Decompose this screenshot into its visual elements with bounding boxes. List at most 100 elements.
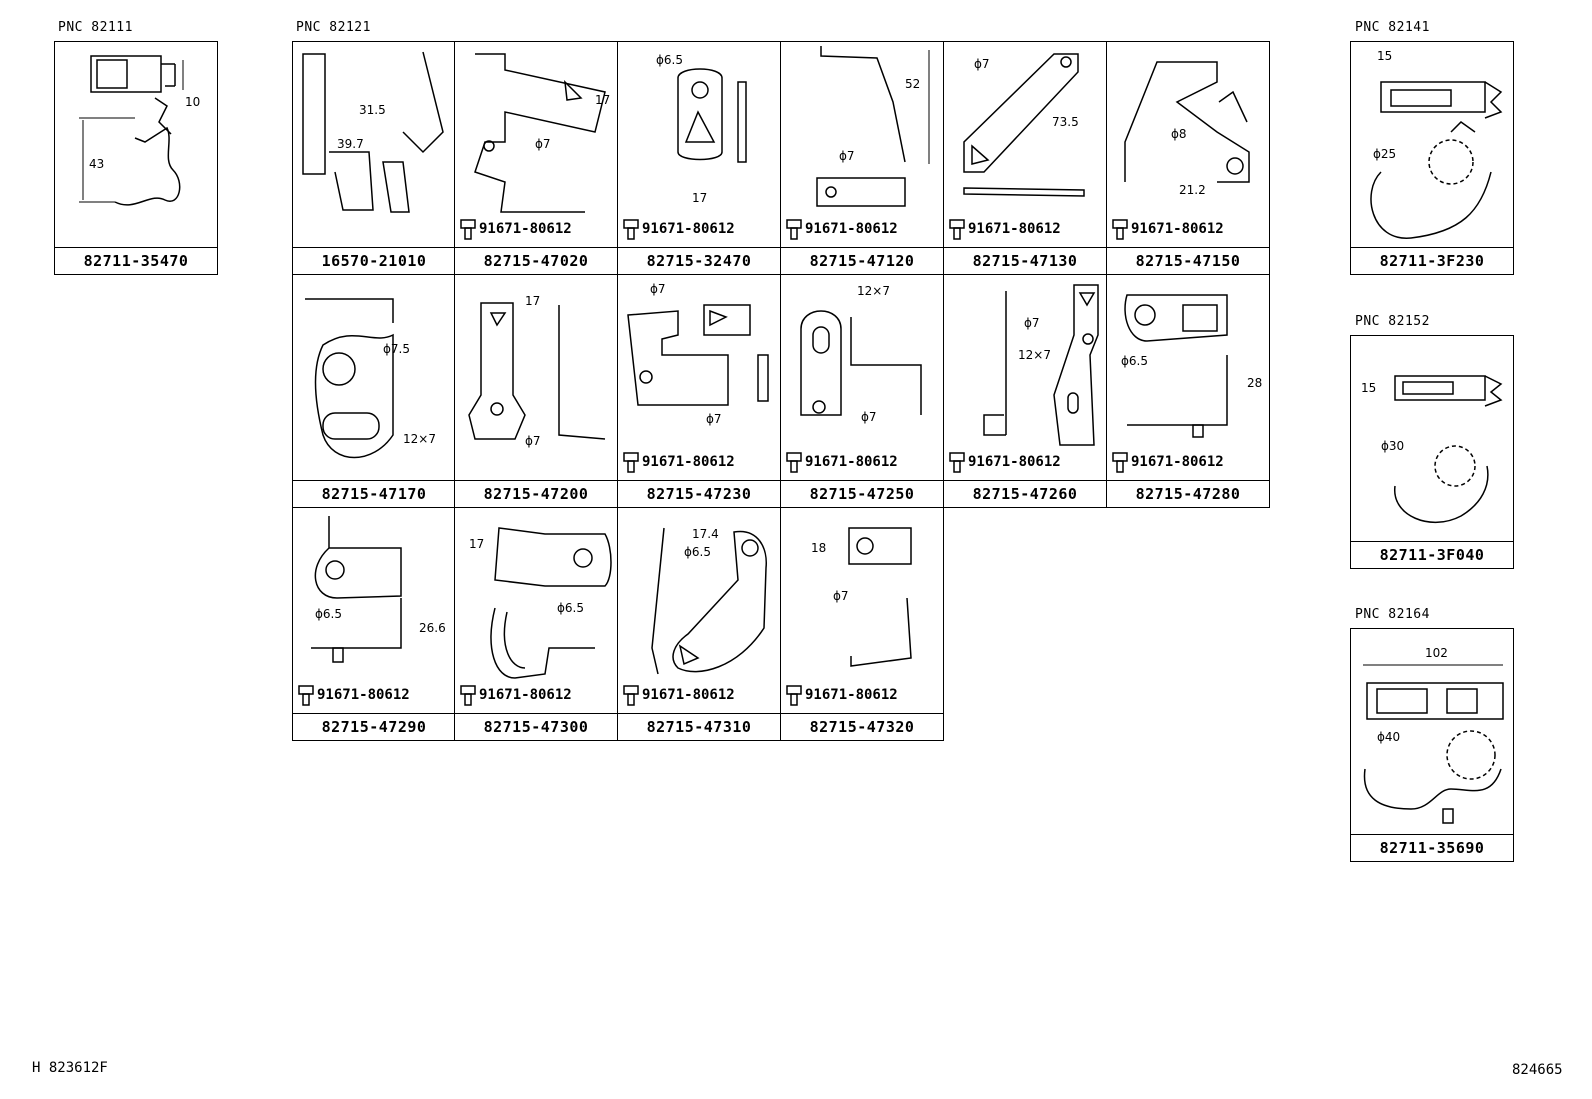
dim-12x7: 12×7 [1018,348,1051,362]
bolt-icon [949,219,965,240]
dim-phi6-5: ϕ6.5 [684,545,711,559]
dim-31-5: 31.5 [359,103,386,117]
dim-102: 102 [1425,646,1448,660]
pnc-82111-label: PNC 82111 [58,20,133,35]
bolt-code: 91671-80612 [642,221,735,237]
part-cell-82715-47200[interactable]: 17 ϕ7 82715-47200 [454,274,618,508]
part-cell-82715-47320[interactable]: 18 ϕ7 91671-80612 82715-47320 [780,507,944,741]
part-cell-82715-47300[interactable]: 17 ϕ6.5 91671-80612 82715-47300 [454,507,618,741]
part-number: 82715-47320 [781,713,943,740]
bolt-code: 91671-80612 [968,221,1061,237]
bolt-callout: 91671-80612 [459,684,572,706]
part-cell-82715-47020[interactable]: 17 ϕ7 91671-80612 82715-47020 [454,41,618,275]
bolt-code: 91671-80612 [317,687,410,703]
bolt-icon [623,685,639,706]
dim-phi6-5: ϕ6.5 [1121,354,1148,368]
part-cell-82711-35690[interactable]: 102 ϕ40 82711-35690 [1350,628,1514,862]
dim-73-5: 73.5 [1052,115,1079,129]
dim-phi6-5: ϕ6.5 [315,607,342,621]
bolt-icon [460,219,476,240]
part-number: 82715-32470 [618,247,780,274]
bolt-callout: 91671-80612 [1111,218,1224,240]
pnc-82164-label: PNC 82164 [1355,607,1430,622]
dim-52: 52 [905,77,920,91]
dim-28: 28 [1247,376,1262,390]
dim-17: 17 [525,294,540,308]
part-cell-82715-47150[interactable]: ϕ8 21.2 91671-80612 82715-47150 [1106,41,1270,275]
part-number: 82715-47280 [1107,480,1269,507]
dim-phi7: ϕ7 [833,589,849,603]
bolt-icon [623,452,639,473]
dim-43: 43 [89,157,104,171]
bracket-illustration: ϕ6.5 26.6 [311,516,446,663]
dim-12x7: 12×7 [857,284,890,298]
dim-phi7: ϕ7 [839,149,855,163]
dim-phi7-top: ϕ7 [650,282,666,296]
bolt-icon [1112,219,1128,240]
part-number: 82711-3F040 [1351,541,1513,568]
part-number: 82715-47250 [781,480,943,507]
bolt-callout: 91671-80612 [785,451,898,473]
part-number: 82715-47260 [944,480,1106,507]
bolt-code: 91671-80612 [805,221,898,237]
bolt-code: 91671-80612 [805,454,898,470]
part-cell-16570-21010[interactable]: 31.5 39.7 16570-21010 [292,41,456,275]
bolt-code: 91671-80612 [1131,454,1224,470]
part-cell-82715-32470[interactable]: ϕ6.5 17 91671-80612 82715-32470 [617,41,781,275]
footer-code-left: H 823612F [32,1060,108,1076]
dim-12x7: 12×7 [403,432,436,446]
part-cell-82715-47250[interactable]: 12×7 ϕ7 91671-80612 82715-47250 [780,274,944,508]
dim-phi40: ϕ40 [1377,730,1400,744]
dim-phi7: ϕ7 [974,57,990,71]
part-cell-82711-3F230[interactable]: 15 ϕ25 82711-3F230 [1350,41,1514,275]
dim-17-4: 17.4 [692,527,719,541]
bracket-illustration: 18 ϕ7 [811,527,912,667]
bolt-icon [460,685,476,706]
bracket-illustration: 17 ϕ7 [474,53,610,213]
bolt-code: 91671-80612 [968,454,1061,470]
bracket-illustration: ϕ8 21.2 [1124,61,1250,197]
part-number: 82715-47300 [455,713,617,740]
bracket-illustration: ϕ7.5 12×7 [305,298,436,459]
part-number: 82715-47130 [944,247,1106,274]
part-cell-82715-47260[interactable]: ϕ7 12×7 91671-80612 82715-47260 [943,274,1107,508]
dim-phi8: ϕ8 [1171,127,1187,141]
part-cell-82715-47230[interactable]: ϕ7 ϕ7 91671-80612 82715-47230 [617,274,781,508]
part-cell-82711-3F040[interactable]: 15 ϕ30 82711-3F040 [1350,335,1514,569]
bolt-icon [786,685,802,706]
dim-phi7: ϕ7 [535,137,551,151]
clamp-illustration: 15 ϕ30 [1361,375,1503,524]
dim-phi30: ϕ30 [1381,439,1404,453]
dim-26-6: 26.6 [419,621,446,635]
bracket-illustration: ϕ7 12×7 [983,284,1099,446]
part-number: 82715-47120 [781,247,943,274]
dim-phi7: ϕ7 [861,410,877,424]
part-cell-82711-35470[interactable]: 10 43 82711-35470 [54,41,218,275]
part-cell-82715-47280[interactable]: ϕ6.5 28 91671-80612 82715-47280 [1106,274,1270,508]
part-number: 82715-47200 [455,480,617,507]
part-number: 16570-21010 [293,247,455,274]
dim-phi7: ϕ7 [1024,316,1040,330]
part-cell-82715-47310[interactable]: 17.4 ϕ6.5 91671-80612 82715-47310 [617,507,781,741]
bolt-callout: 91671-80612 [948,218,1061,240]
bracket-illustration: 17.4 ϕ6.5 [651,527,767,675]
dim-39-7: 39.7 [337,137,364,151]
part-number: 82715-47020 [455,247,617,274]
dim-21-2: 21.2 [1179,183,1206,197]
part-cell-82715-47120[interactable]: 52 ϕ7 91671-80612 82715-47120 [780,41,944,275]
part-cell-82715-47290[interactable]: ϕ6.5 26.6 91671-80612 82715-47290 [292,507,456,741]
bracket-illustration: 17 ϕ6.5 [469,527,612,679]
part-number: 82715-47310 [618,713,780,740]
bracket-illustration: ϕ7 ϕ7 [627,282,769,426]
dim-phi7-bottom: ϕ7 [706,412,722,426]
part-cell-82715-47130[interactable]: ϕ7 73.5 91671-80612 82715-47130 [943,41,1107,275]
part-cell-82715-47170[interactable]: ϕ7.5 12×7 82715-47170 [292,274,456,508]
bolt-code: 91671-80612 [1131,221,1224,237]
pnc-82121-label: PNC 82121 [296,20,371,35]
dim-phi7-5: ϕ7.5 [383,342,410,356]
bolt-callout: 91671-80612 [622,684,735,706]
bolt-code: 91671-80612 [642,687,735,703]
bracket-illustration: ϕ7 73.5 [963,53,1085,197]
dim-15: 15 [1361,381,1376,395]
dim-10: 10 [185,95,200,109]
